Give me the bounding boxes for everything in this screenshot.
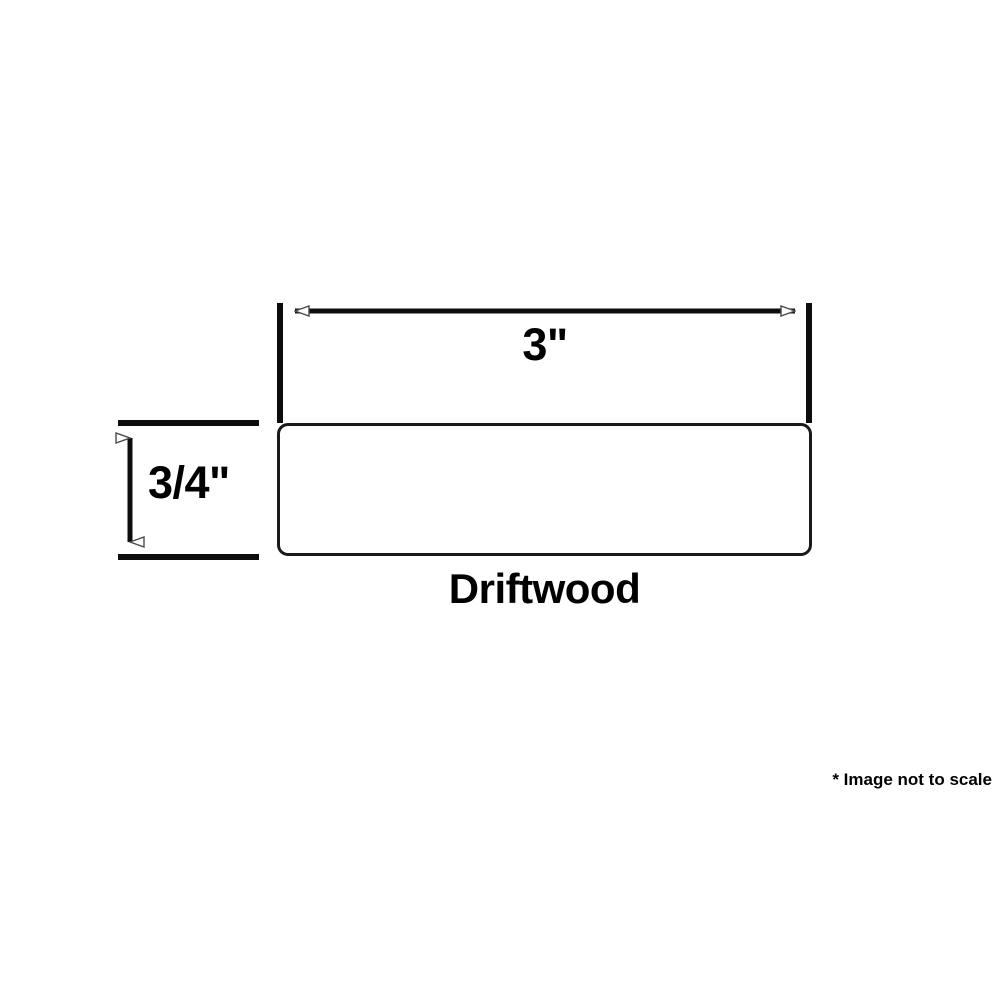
scale-disclaimer-note: * Image not to scale (832, 770, 992, 789)
product-name-label: Driftwood (448, 565, 641, 612)
extension-line-right (806, 303, 812, 423)
height-dimension-line (116, 420, 148, 560)
extension-line-bottom (118, 554, 259, 560)
width-dimension-label: 3" (522, 319, 568, 370)
width-dimension-line (277, 296, 813, 328)
extension-line-top (118, 420, 259, 426)
extension-line-left (277, 303, 283, 423)
height-dimension-label: 3/4" (148, 457, 230, 508)
product-profile-shape (277, 423, 812, 556)
